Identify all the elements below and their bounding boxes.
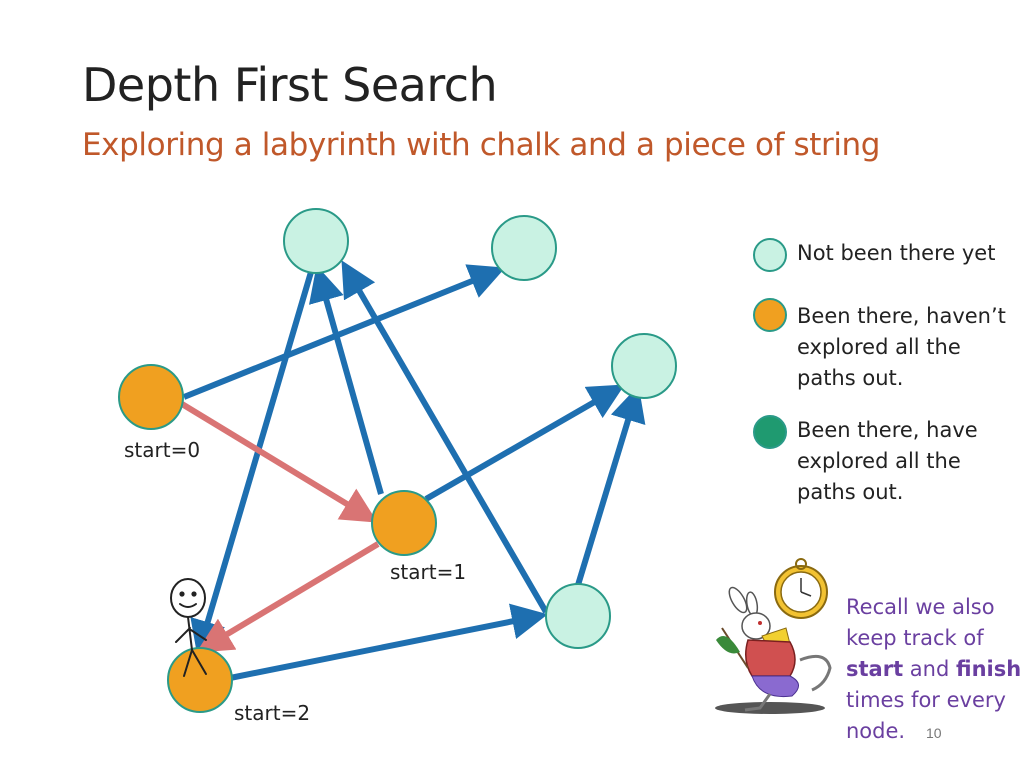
- recall-line1: Recall we also keep track of: [846, 595, 995, 650]
- string-edge-a-to-d: [180, 401, 378, 523]
- edge-e-to-f: [229, 603, 548, 681]
- string-edge-d-to-e: [196, 541, 380, 653]
- edge-top-to-e: [190, 271, 314, 657]
- legend-dot-done: [753, 415, 787, 449]
- page-number: 10: [926, 725, 942, 741]
- recall-start-word: start: [846, 657, 904, 681]
- legend-done-text: Been there, have explored all the paths …: [797, 418, 978, 504]
- edge-d-to-top: [308, 265, 384, 495]
- legend-unvisited-text: Not been there yet: [797, 241, 996, 265]
- legend-in-progress-text: Been there, haven’t explored all the pat…: [797, 304, 1006, 390]
- edge-f-to-c: [575, 385, 646, 586]
- node-f-unvisited: [545, 583, 611, 649]
- node-c-unvisited: [611, 333, 677, 399]
- white-rabbit-clock-icon: [715, 558, 832, 714]
- legend-dot-in-progress: [753, 298, 787, 332]
- recall-and-word: and: [909, 657, 950, 681]
- slide-subtitle: Exploring a labyrinth with chalk and a p…: [82, 127, 881, 163]
- slide-title: Depth First Search: [82, 58, 498, 112]
- node-label-start2: start=2: [234, 701, 311, 725]
- edge-a-to-b: [182, 264, 506, 400]
- node-label-start0: start=0: [124, 438, 201, 462]
- node-e-in-progress: [167, 647, 233, 713]
- node-a-in-progress: [118, 364, 184, 430]
- stick-figure-icon: [170, 578, 207, 677]
- recall-note: Recall we also keep track of start and f…: [846, 592, 1024, 747]
- legend-dot-unvisited: [753, 238, 787, 272]
- node-b-unvisited: [491, 215, 557, 281]
- recall-line3: times for every node.: [846, 688, 1006, 743]
- edge-d-to-c: [424, 384, 625, 502]
- edge-f-to-top: [341, 260, 549, 614]
- recall-finish-word: finish: [956, 657, 1022, 681]
- node-label-start1: start=1: [390, 560, 467, 584]
- node-top-unvisited: [283, 208, 349, 274]
- node-d-in-progress: [371, 490, 437, 556]
